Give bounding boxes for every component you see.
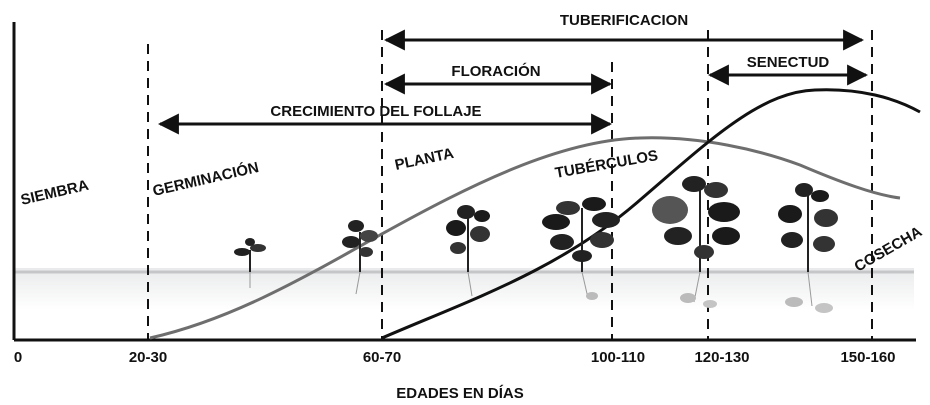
plant-icon — [234, 238, 266, 288]
tick-label-0: 0 — [14, 349, 22, 366]
tick-label-120-130: 120-130 — [694, 349, 749, 366]
plant-icon — [778, 183, 838, 313]
label-siembra: SIEMBRA — [19, 177, 90, 209]
label-cosecha: COSECHA — [852, 223, 926, 275]
tick-label-150-160: 150-160 — [840, 349, 895, 366]
tick-label-20-30: 20-30 — [129, 349, 167, 366]
label-floracion: FLORACIÓN — [451, 62, 540, 80]
plant-icon — [342, 220, 378, 295]
label-germinacion: GERMINACIÓN — [151, 158, 261, 200]
x-axis-title: EDADES EN DÍAS — [396, 385, 524, 402]
label-planta: PLANTA — [393, 145, 455, 174]
tuber-curve — [381, 88, 921, 340]
plant-icon — [446, 205, 490, 297]
phase-arrows — [157, 29, 869, 135]
tick-label-60-70: 60-70 — [363, 349, 401, 366]
label-crecimiento: CRECIMIENTO DEL FOLLAJE — [270, 103, 481, 120]
label-tuberculos: TUBÉRCULOS — [554, 147, 660, 182]
label-tuberificacion: TUBERIFICACION — [560, 12, 688, 29]
plant-icon — [652, 176, 740, 308]
plant-illustrations — [234, 176, 838, 313]
label-senectud: SENECTUD — [747, 54, 830, 71]
plant-icon — [542, 197, 620, 300]
plant-curve — [149, 136, 901, 340]
tick-label-100-110: 100-110 — [591, 349, 645, 366]
